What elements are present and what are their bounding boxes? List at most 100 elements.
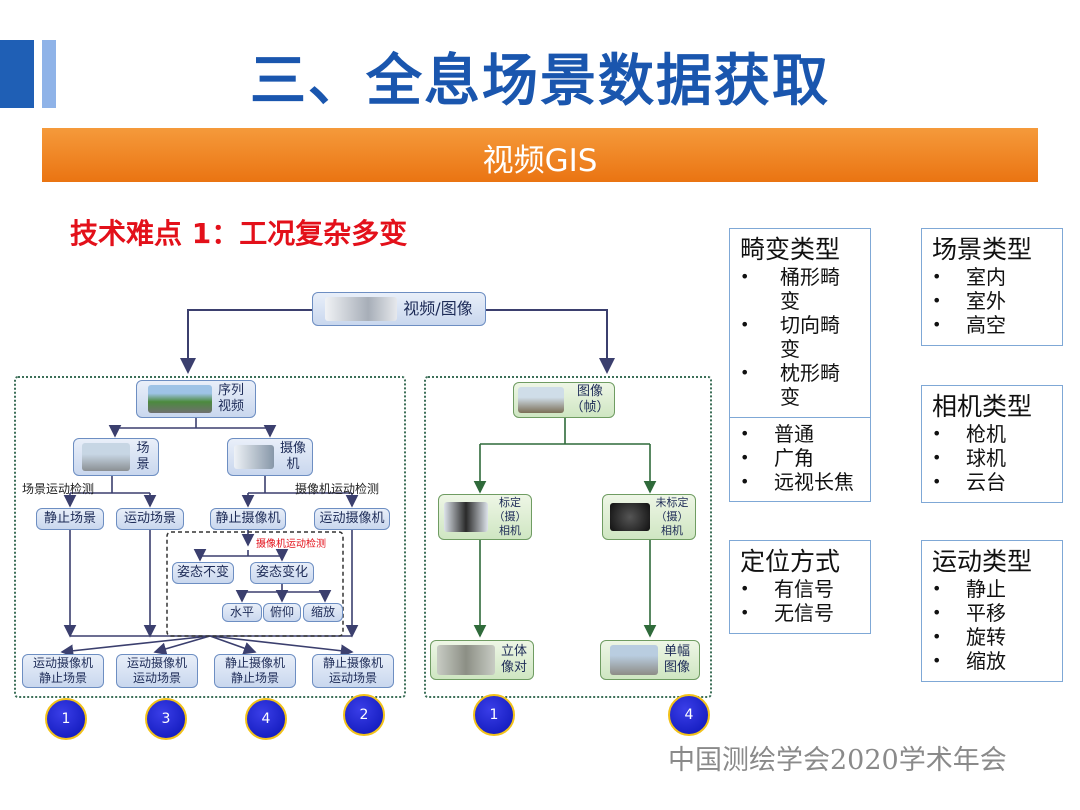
combo-node: 运动摄像机 运动场景 — [116, 654, 198, 688]
scene-type-box: 场景类型 室内 室外 高空 — [921, 228, 1063, 346]
horizontal-label: 水平 — [229, 605, 254, 619]
motion-type-box: 运动类型 静止 平移 旋转 缩放 — [921, 540, 1063, 682]
building-photo-icon — [518, 387, 565, 413]
root-node-label: 视频/图像 — [403, 299, 473, 318]
camera-motion-detect-sublabel: 摄像机运动检测 — [256, 539, 326, 550]
sequence-video-node: 序列 视频 — [136, 380, 256, 418]
distortion-type-box: 畸变类型 桶形畸 变 切向畸 变 枕形畸 变 普通 广角 远视长焦 — [729, 228, 871, 502]
case-number-badge: 3 — [145, 698, 187, 740]
moving-scene-label: 运动场景 — [123, 510, 176, 526]
single-image-label: 单幅 图像 — [663, 643, 690, 675]
camera-motion-detect-label: 摄像机运动检测 — [295, 482, 380, 496]
title-accent-bar-light — [42, 40, 56, 108]
camera-type-item: 云台 — [922, 470, 1062, 494]
image-frame-node: 图像 （帧） — [513, 382, 615, 418]
combo-node: 静止摄像机 静止场景 — [214, 654, 296, 688]
calibrated-camera-node: 标定 （摄） 相机 — [438, 494, 532, 540]
motion-type-item: 静止 — [922, 577, 1062, 601]
video-image-root-node: 视频/图像 — [312, 292, 486, 326]
scene-type-item: 室外 — [922, 289, 1062, 313]
distortion-item: 桶形畸 变 — [730, 265, 870, 313]
moving-scene-node: 运动场景 — [116, 508, 184, 530]
calibration-rig-icon — [443, 502, 488, 532]
positioning-method-box: 定位方式 有信号 无信号 — [729, 540, 871, 634]
combo-node: 运动摄像机 静止场景 — [22, 654, 104, 688]
combo-label: 静止摄像机 静止场景 — [224, 656, 285, 685]
case-number-badge: 4 — [668, 694, 710, 736]
scenery-photo-icon — [147, 385, 212, 413]
camera-type-item: 枪机 — [922, 422, 1062, 446]
scene-label: 场 景 — [136, 440, 150, 472]
camera-label: 摄像 机 — [279, 440, 306, 472]
case-number-badge: 2 — [343, 694, 385, 736]
stereo-pair-label: 立体 像对 — [500, 643, 527, 675]
combo-label: 静止摄像机 运动场景 — [322, 656, 383, 685]
camera-type-title: 相机类型 — [932, 392, 1033, 421]
combo-label: 运动摄像机 运动场景 — [126, 656, 187, 685]
motion-type-item: 平移 — [922, 601, 1062, 625]
pose-unchanged-label: 姿态不变 — [176, 564, 229, 580]
calibrated-camera-label: 标定 （摄） 相机 — [493, 496, 527, 537]
distortion-type-title: 畸变类型 — [740, 235, 841, 264]
static-camera-node: 静止摄像机 — [210, 508, 286, 530]
difficulty-heading: 技术难点 1：工况复杂多变 — [70, 217, 408, 250]
motion-type-item: 缩放 — [922, 649, 1062, 673]
lens-type-section: 普通 广角 远视长焦 — [730, 417, 870, 494]
pitch-label: 俯仰 — [269, 605, 294, 619]
case-number-badge: 1 — [45, 698, 87, 740]
camcorder-icon — [609, 503, 650, 531]
video-sequence-region — [14, 376, 406, 698]
page-title: 三、全息场景数据获取 — [250, 49, 830, 114]
moving-camera-label: 运动摄像机 — [319, 510, 385, 526]
pose-change-label: 姿态变化 — [255, 564, 308, 580]
camera-node: 摄像 机 — [227, 438, 313, 476]
case-number-badge: 4 — [245, 698, 287, 740]
building-photo-icon — [609, 645, 658, 675]
combo-label: 运动摄像机 静止场景 — [32, 656, 93, 685]
image-frame-label: 图像 （帧） — [570, 383, 610, 415]
scene-type-title: 场景类型 — [932, 235, 1033, 264]
positioning-item: 无信号 — [730, 601, 870, 625]
lens-item: 远视长焦 — [730, 470, 870, 494]
stereo-photo-icon — [436, 645, 495, 675]
motion-type-title: 运动类型 — [932, 547, 1033, 576]
conference-footer: 中国测绘学会2020学术年会 — [668, 745, 1007, 776]
moving-camera-node: 运动摄像机 — [314, 508, 390, 530]
camera-type-item: 球机 — [922, 446, 1062, 470]
pitch-node: 俯仰 — [263, 603, 301, 622]
scene-node: 场 景 — [73, 438, 159, 476]
uncalibrated-camera-label: 未标定 （摄） 相机 — [655, 496, 689, 537]
title-accent-bar — [0, 40, 34, 108]
single-image-node: 单幅 图像 — [600, 640, 700, 680]
camera-icon — [233, 445, 274, 469]
image-frame-region — [424, 376, 712, 698]
distortion-item: 切向畸 变 — [730, 313, 870, 361]
scene-type-item: 室内 — [922, 265, 1062, 289]
lens-item: 广角 — [730, 446, 870, 470]
positioning-item: 有信号 — [730, 577, 870, 601]
combo-node: 静止摄像机 运动场景 — [312, 654, 394, 688]
uncalibrated-camera-node: 未标定 （摄） 相机 — [602, 494, 696, 540]
case-number-badge: 1 — [473, 694, 515, 736]
surveillance-camera-icon — [325, 297, 398, 321]
pose-unchanged-node: 姿态不变 — [172, 562, 234, 584]
stereo-pair-node: 立体 像对 — [430, 640, 534, 680]
camera-type-box: 相机类型 枪机 球机 云台 — [921, 385, 1063, 503]
zoom-label: 缩放 — [310, 605, 335, 619]
zoom-node: 缩放 — [303, 603, 343, 622]
road-photo-icon — [82, 443, 131, 471]
distortion-item: 枕形畸 变 — [730, 361, 870, 409]
horizontal-node: 水平 — [222, 603, 262, 622]
motion-type-item: 旋转 — [922, 625, 1062, 649]
static-scene-node: 静止场景 — [36, 508, 104, 530]
positioning-method-title: 定位方式 — [740, 547, 841, 576]
section-banner-text: 视频GIS — [482, 143, 598, 179]
lens-item: 普通 — [730, 422, 870, 446]
scene-motion-detect-label: 场景运动检测 — [22, 482, 95, 496]
static-camera-label: 静止摄像机 — [215, 510, 281, 526]
section-banner — [42, 128, 1038, 182]
static-scene-label: 静止场景 — [43, 510, 96, 526]
pose-change-node: 姿态变化 — [250, 562, 314, 584]
sequence-video-label: 序列 视频 — [217, 382, 244, 414]
